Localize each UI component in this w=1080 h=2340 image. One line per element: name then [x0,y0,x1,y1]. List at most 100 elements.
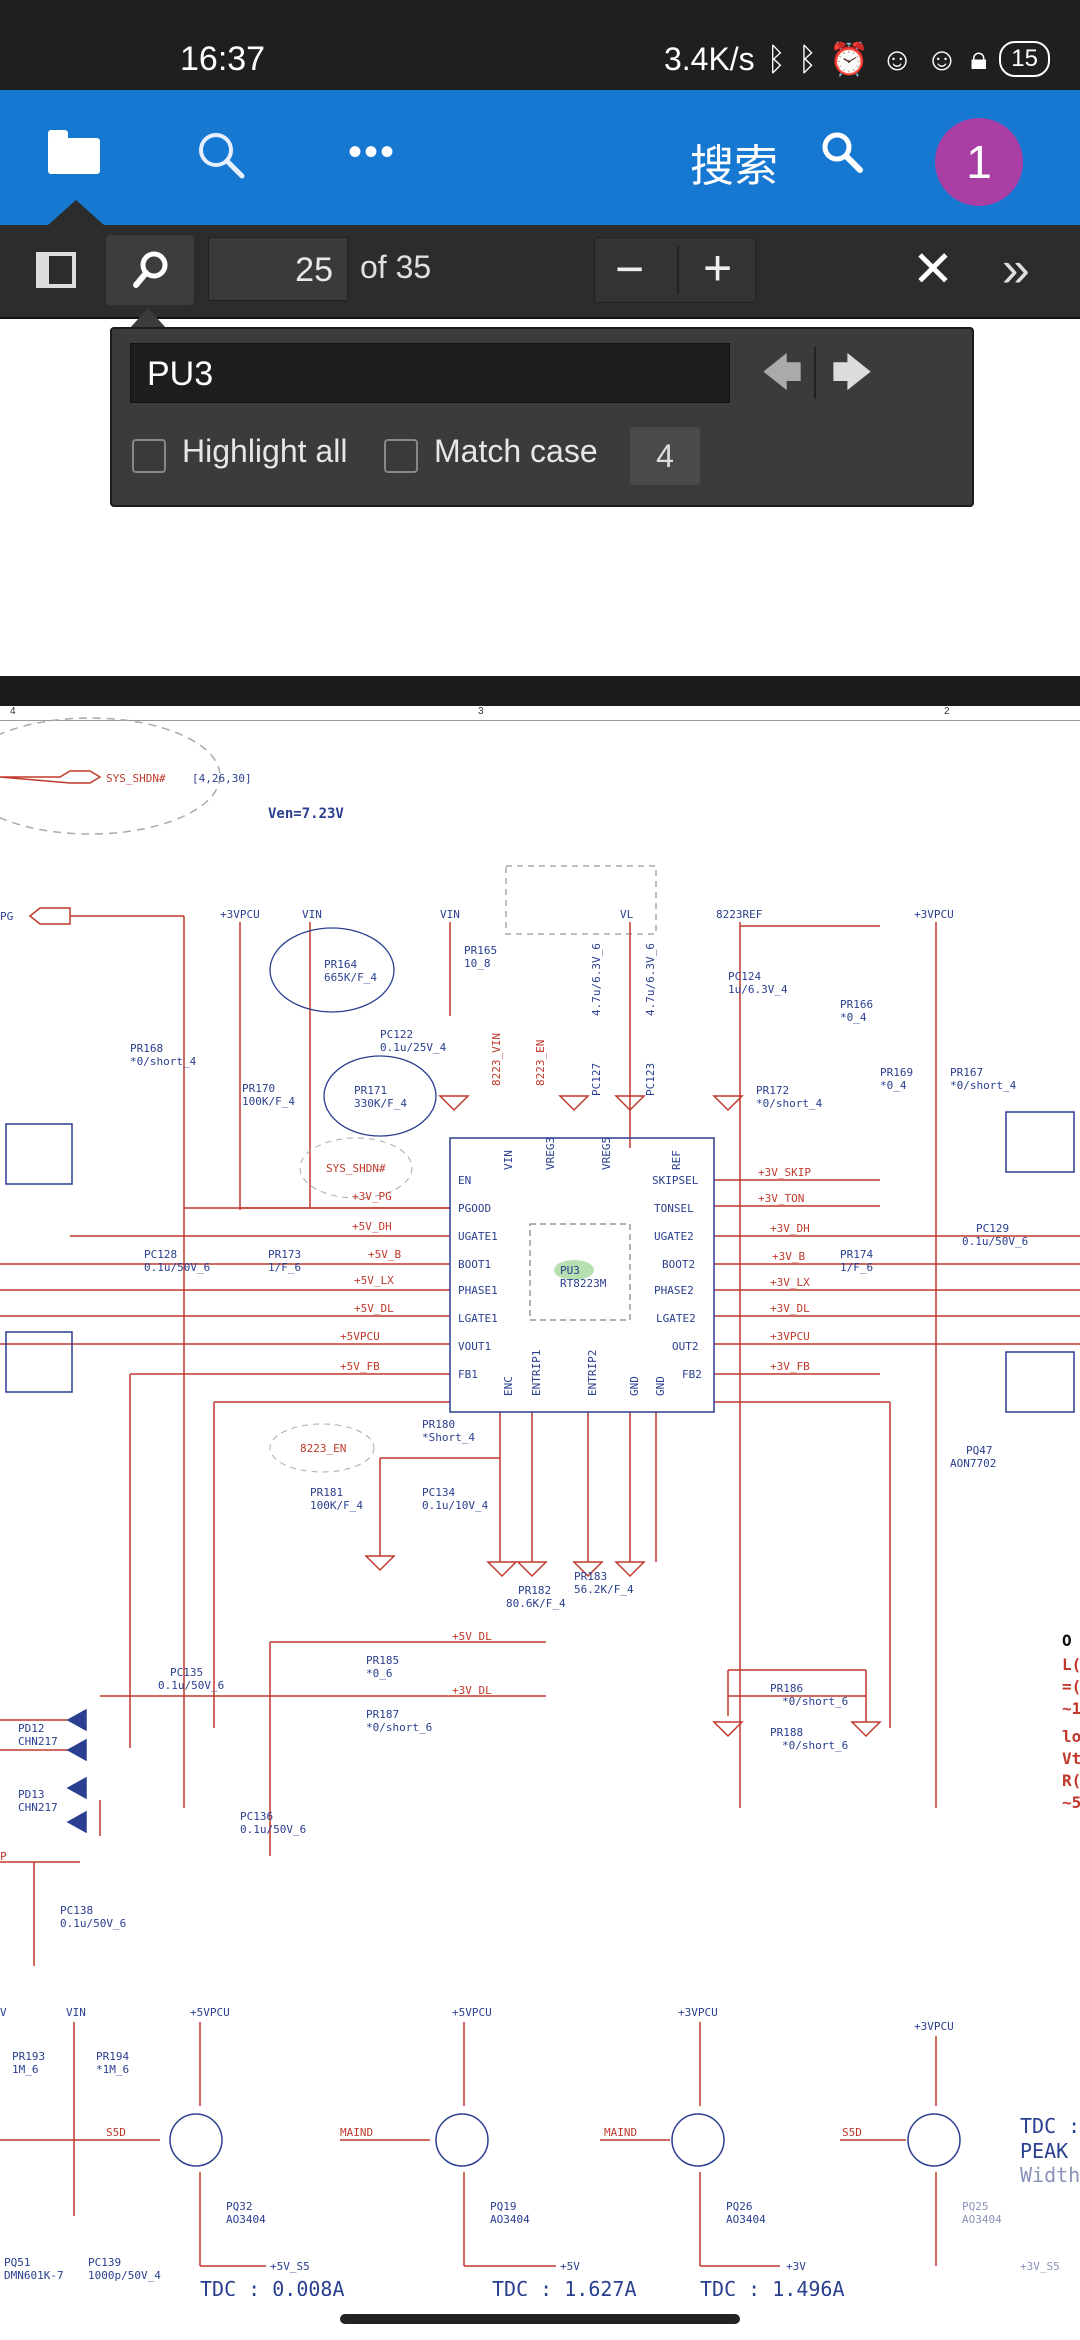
sch-pr186-val: *0/short_6 [782,1695,848,1708]
bluetooth-icon-2: ᛒ [797,40,818,77]
ruler-2: 2 [944,706,950,717]
sch-pr168: PR168 [130,1042,163,1055]
sch-net-3vfb: +3V_FB [770,1360,810,1373]
sch-pq32: PQ32 [226,2200,253,2213]
sch-net-5vlx: +5V_LX [354,1274,394,1287]
sch-pr194-val: *1M_6 [96,2063,129,2076]
sch-tdc-2: TDC : 1.627A [492,2277,637,2296]
sch-net-3vdh: +3V_DH [770,1222,810,1235]
page-count-label: of 35 [360,249,432,285]
sch-pr168-val: *0/short_4 [130,1055,197,1068]
sch-pq19: PQ19 [490,2200,517,2213]
sch-pc128: PC128 [144,1248,177,1261]
sch-pin-phase2: PHASE2 [654,1284,694,1297]
match-case-checkbox[interactable] [384,439,418,473]
sch-net-3vb: +3V_B [772,1250,805,1263]
sch-pr164-val: 665K/F_4 [324,971,377,984]
sch-pr173-val: 1/F_6 [268,1261,301,1274]
sch-tdc-4: TDC : [1020,2114,1080,2138]
sch-cap-47-1: 4.7u/6.3V_6 [590,943,603,1016]
sch-vl: VL [620,908,634,921]
sch-net-3vpcu: +3VPCU [770,1330,810,1343]
zoom-in-button[interactable]: + [703,240,733,296]
sch-out-3vs5: +3V_S5 [1020,2260,1060,2273]
zoom-out-button[interactable]: − [615,241,645,297]
sch-pin-vreg5: VREG5 [600,1137,613,1170]
sch-pin-lgate2: LGATE2 [656,1312,696,1325]
sch-pc138-val: 0.1u/50V_6 [60,1917,126,1930]
close-button[interactable]: ✕ [912,241,954,297]
sch-v-label: V [0,2006,7,2019]
sch-pr187-val: *0/short_6 [366,1721,432,1734]
sch-pc124: PC124 [728,970,761,983]
sch-pc127: PC127 [590,1063,603,1096]
alarm-icon: ⏰ [829,41,869,77]
sch-pc135: PC135 [170,1666,203,1679]
highlight-all-checkbox[interactable] [132,439,166,473]
clock: 16:37 [180,40,266,78]
highlight-all-label[interactable]: Highlight all [182,433,348,469]
sch-p-label: P [0,1850,7,1863]
search-icon[interactable] [196,130,246,180]
sch-pin-gnd1: GND [628,1376,641,1396]
sch-pc123: PC123 [644,1063,657,1096]
tools-menu-button[interactable]: » [1002,241,1030,297]
sch-note-o: O [1062,1631,1072,1650]
sch-pr181-val: 100K/F_4 [310,1499,363,1512]
find-next-button[interactable]: 🡆 [831,351,873,395]
active-tab-indicator [48,200,104,225]
sch-pr185: PR185 [366,1654,399,1667]
sch-ic-ref: PU3 [560,1264,580,1277]
avatar[interactable]: 1 [935,118,1023,206]
folder-icon[interactable] [48,130,100,174]
sch-pc124-val: 1u/6.3V_4 [728,983,788,996]
sch-pr188: PR188 [770,1726,803,1739]
pdf-toolbar: 25 of 35 − + ✕ » [0,225,1080,319]
sidebar-toggle-icon[interactable] [18,235,90,305]
sch-pd12: PD12 [18,1722,45,1735]
sch-pr182-val: 80.6K/F_4 [506,1597,566,1610]
sch-s5d-1: S5D [106,2126,126,2139]
sch-pin-fb2: FB2 [682,1368,702,1381]
sch-pr172-val: *0/short_4 [756,1097,823,1110]
sch-pq51-val: DMN601K-7 [4,2269,64,2282]
sch-vin-1: VIN [302,908,322,921]
app-bar: ••• 搜索 1 [0,90,1080,225]
sch-pin-enc: ENC [502,1376,515,1396]
sch-vin-3: VIN [66,2006,86,2019]
schematic-drawing: SYS_SHDN# [4,26,30] Ven=7.23V PG +3VPCU … [0,717,1080,2296]
sch-pr169-val: *0_4 [880,1079,907,1092]
sch-pc122: PC122 [380,1028,413,1041]
sch-pr180: PR180 [422,1418,455,1431]
find-input[interactable]: PU3 [130,343,730,403]
sch-pin-gnd2: GND [654,1376,667,1396]
lock-icon: 🔒︎ [970,40,988,76]
sch-pin-ugate1: UGATE1 [458,1230,498,1243]
sch-pr186: PR186 [770,1682,803,1695]
sch-pr193-val: 1M_6 [12,2063,39,2076]
sch-pin-out2: OUT2 [672,1340,699,1353]
sch-pr170: PR170 [242,1082,275,1095]
zoom-separator [677,246,679,294]
sch-tdc-1: TDC : 0.008A [200,2277,345,2296]
sch-note-r: R( [1062,1771,1080,1790]
sch-pq47: PQ47 [966,1444,993,1457]
search-label[interactable]: 搜索 [690,142,778,191]
zoom-controls: − + [594,237,756,303]
find-previous-button[interactable]: 🡄 [761,351,803,395]
bluetooth-icon: ᛒ [766,40,786,77]
find-toggle-icon[interactable] [106,235,194,305]
sch-pq47-val: AON7702 [950,1457,996,1470]
match-case-label[interactable]: Match case [434,433,598,469]
sch-net-sys-shdn: SYS_SHDN# [326,1162,386,1175]
sch-pq32-val: AO3404 [226,2213,266,2226]
sch-pr183: PR183 [574,1570,607,1583]
sch-peak: PEAK [1020,2139,1068,2163]
more-options-icon[interactable]: ••• [348,130,397,174]
sch-3vpcu-2: +3VPCU [914,908,954,921]
page-number-input[interactable]: 25 [208,237,348,301]
sch-pin-pgood: PGOOD [458,1202,491,1215]
sch-note-l: L( [1062,1655,1080,1674]
search-icon-small[interactable] [820,130,864,174]
sch-net-3vdl-b: +3V_DL [452,1684,492,1697]
